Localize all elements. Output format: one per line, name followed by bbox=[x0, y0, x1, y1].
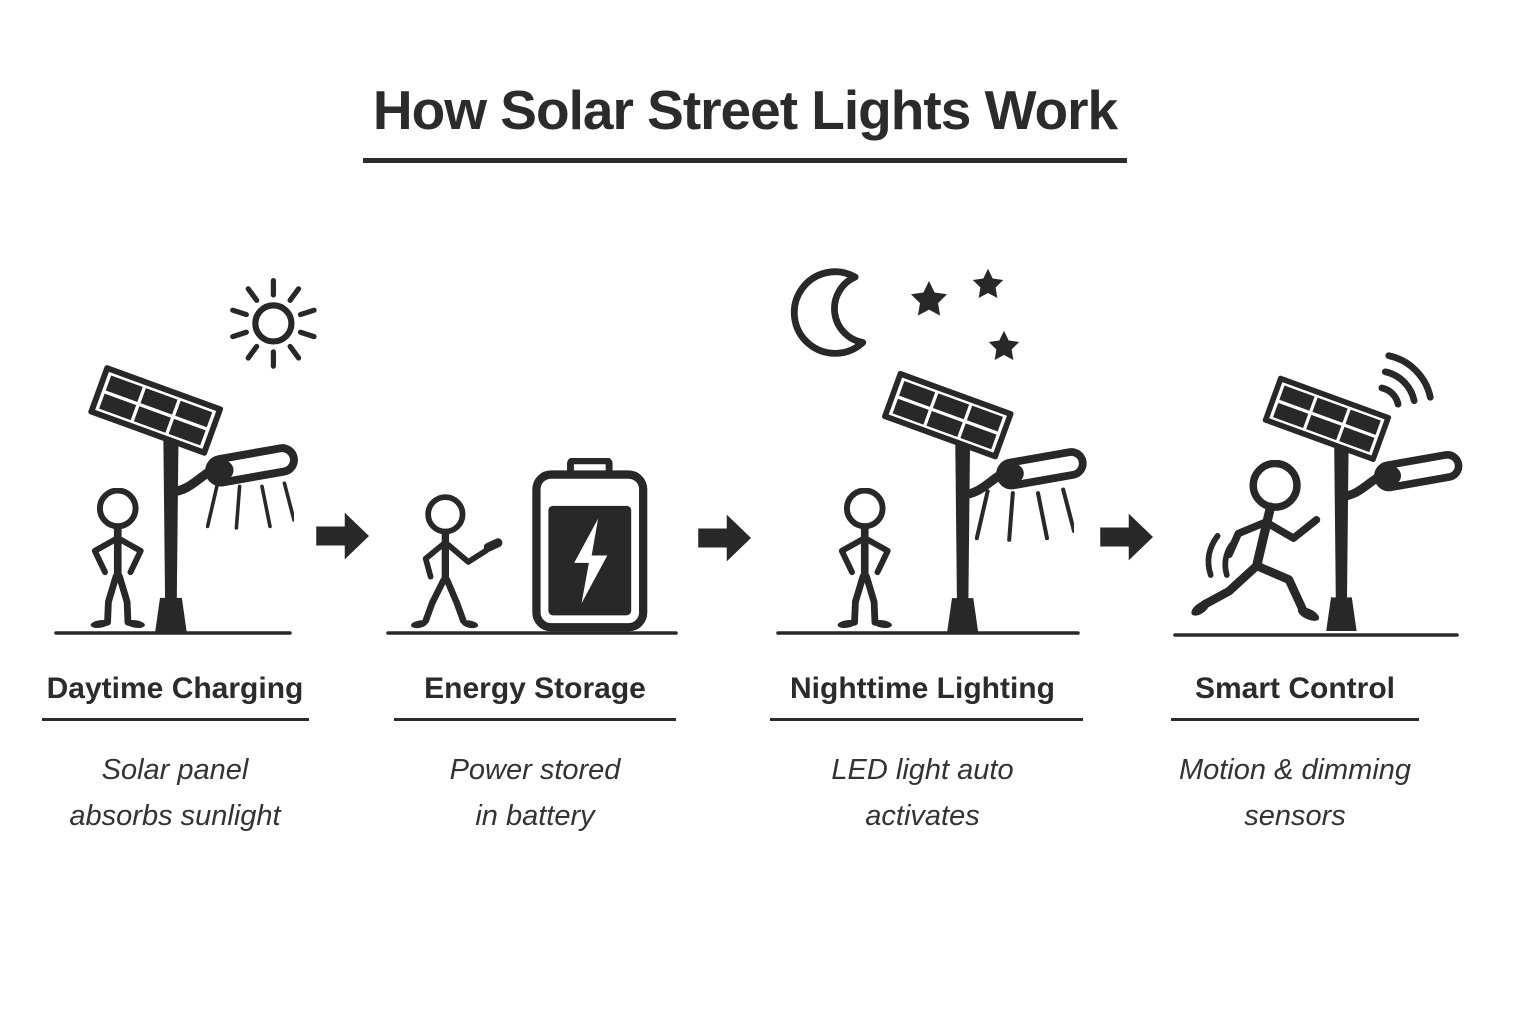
description-line: absorbs sunlight bbox=[69, 800, 281, 832]
step-description: LED light auto activates bbox=[770, 747, 1075, 839]
energy-storage-illustration bbox=[386, 428, 678, 635]
description-line: Solar panel bbox=[101, 754, 249, 786]
daytime-charging-illustration bbox=[54, 262, 318, 635]
moon-icon bbox=[794, 272, 863, 354]
light-rays-icon bbox=[977, 490, 1074, 540]
step-heading: Daytime Charging bbox=[46, 672, 304, 705]
arrow-right-glyph bbox=[698, 515, 751, 562]
arrow-right-icon bbox=[697, 512, 753, 564]
step-heading: Smart Control bbox=[1194, 672, 1395, 705]
step-label-daytime-charging: Daytime Charging Solar panel absorbs sun… bbox=[30, 672, 320, 839]
heading-underline bbox=[1171, 718, 1419, 721]
star-icon bbox=[988, 330, 1020, 360]
arrow-right-icon bbox=[1099, 511, 1155, 563]
smart-control-illustration bbox=[1173, 342, 1465, 637]
arrow-right-glyph bbox=[316, 513, 369, 560]
star-icon bbox=[972, 268, 1004, 298]
step-label-smart-control: Smart Control Motion & dimming sensors bbox=[1145, 672, 1445, 839]
person-standing-icon bbox=[837, 491, 892, 630]
description-line: activates bbox=[865, 800, 980, 832]
step-heading: Nighttime Lighting bbox=[790, 672, 1055, 705]
arrow-right-icon bbox=[316, 510, 370, 562]
star-icon bbox=[910, 280, 948, 316]
description-line: LED light auto bbox=[831, 754, 1014, 786]
step-description: Power stored in battery bbox=[385, 747, 685, 839]
step-heading: Energy Storage bbox=[424, 672, 646, 705]
wifi-signal-icon bbox=[1382, 356, 1430, 404]
solar-street-light-icon bbox=[881, 370, 1084, 632]
heading-underline bbox=[770, 718, 1083, 721]
light-rays-icon bbox=[206, 481, 295, 530]
person-running-icon bbox=[1189, 463, 1321, 623]
description-line: in battery bbox=[475, 800, 595, 832]
step-description: Solar panel absorbs sunlight bbox=[30, 747, 320, 839]
description-line: sensors bbox=[1244, 800, 1346, 832]
battery-charging-icon bbox=[536, 461, 643, 628]
step-label-nighttime-lighting: Nighttime Lighting LED light auto activa… bbox=[770, 672, 1083, 839]
person-gesturing-icon bbox=[410, 497, 504, 629]
step-label-energy-storage: Energy Storage Power stored in battery bbox=[385, 672, 685, 839]
description-line: Power stored bbox=[449, 754, 621, 786]
description-line: Motion & dimming bbox=[1178, 754, 1412, 786]
sun-icon bbox=[233, 281, 314, 367]
person-standing-icon bbox=[90, 491, 145, 630]
arrow-right-glyph bbox=[1100, 514, 1153, 561]
title-wrap: How Solar Street Lights Work bbox=[0, 78, 1490, 163]
nighttime-lighting-illustration bbox=[776, 256, 1088, 635]
step-description: Motion & dimming sensors bbox=[1145, 747, 1445, 839]
heading-underline bbox=[394, 718, 676, 721]
page-title: How Solar Street Lights Work bbox=[362, 78, 1128, 163]
heading-underline bbox=[41, 718, 309, 721]
